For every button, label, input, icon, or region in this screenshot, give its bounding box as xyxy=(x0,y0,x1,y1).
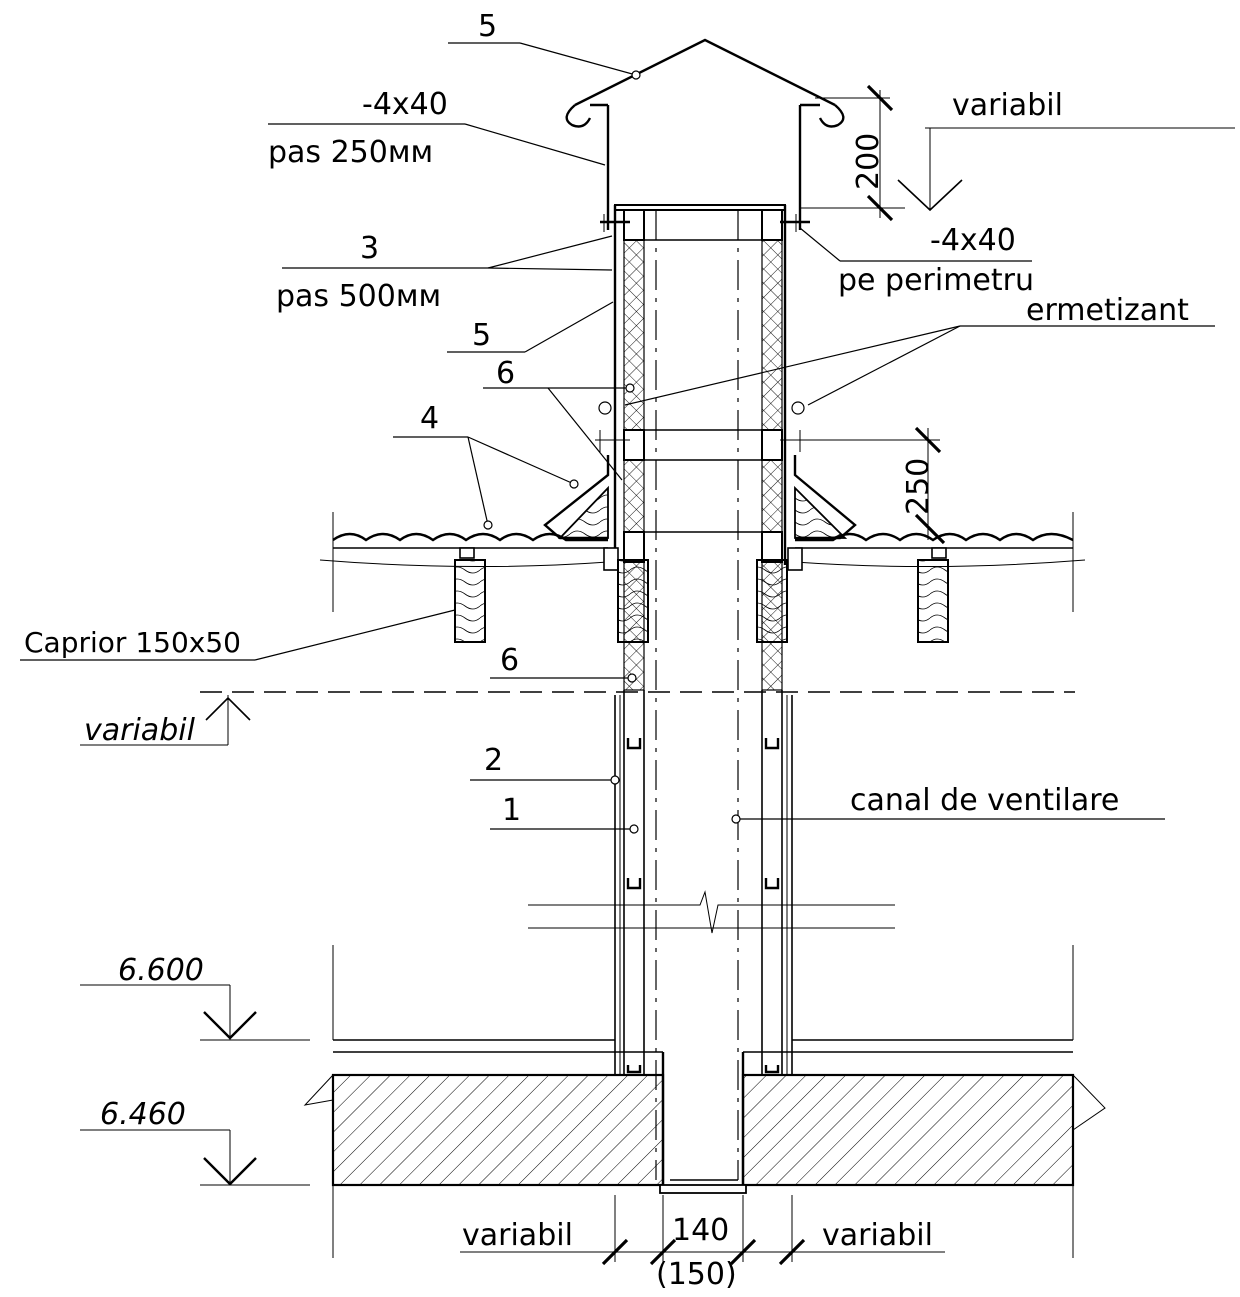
label-level-6460: 6.460 xyxy=(100,1097,186,1132)
label-item-6-lower: 6 xyxy=(500,643,519,678)
label-item-3: 3 xyxy=(360,231,379,266)
label-level-6600: 6.600 xyxy=(118,953,204,988)
label-canal: canal de ventilare xyxy=(850,783,1119,818)
label-dim-200: 200 xyxy=(851,133,886,190)
rafter-1 xyxy=(454,559,486,643)
roof-assembly xyxy=(319,455,1086,643)
label-strip-top: -4x40 xyxy=(362,87,448,122)
label-caprior: Caprior 150x50 xyxy=(24,626,241,659)
label-cap-5: 5 xyxy=(478,9,497,44)
floor-slab xyxy=(303,945,1106,1258)
labels: 5 -4x40 pas 250мм variabil 200 -4x40 pe … xyxy=(24,9,1189,1292)
break-line xyxy=(528,890,895,934)
rafter-2 xyxy=(617,559,649,643)
leader-lines xyxy=(20,42,1215,834)
label-strip-right: -4x40 xyxy=(930,223,1016,258)
label-variabil-bottom-left: variabil xyxy=(462,1218,573,1253)
rafter-3 xyxy=(756,559,788,643)
roof-cap xyxy=(565,38,845,230)
label-variabil-bottom-right: variabil xyxy=(822,1218,933,1253)
label-dim-250: 250 xyxy=(901,458,936,515)
fasteners xyxy=(595,214,815,452)
label-variabil-top: variabil xyxy=(952,88,1063,123)
label-item-5-lower: 5 xyxy=(472,318,491,353)
label-variabil-level: variabil xyxy=(84,713,196,748)
dimensions xyxy=(460,84,946,1266)
level-markers xyxy=(80,127,1235,1186)
label-ermetizant: ermetizant xyxy=(1026,293,1189,328)
rafter-4 xyxy=(917,559,949,643)
label-dim-140: 140 xyxy=(672,1213,729,1248)
label-item-2: 2 xyxy=(484,743,503,778)
label-item-6-upper: 6 xyxy=(496,356,515,391)
label-item-4: 4 xyxy=(420,401,439,436)
label-dim-150: (150) xyxy=(656,1257,737,1292)
label-item-3-step: pas 500мм xyxy=(276,279,441,314)
label-strip-right-note: pe perimetru xyxy=(838,263,1034,298)
label-item-1: 1 xyxy=(502,793,521,828)
label-strip-top-step: pas 250мм xyxy=(268,135,433,170)
